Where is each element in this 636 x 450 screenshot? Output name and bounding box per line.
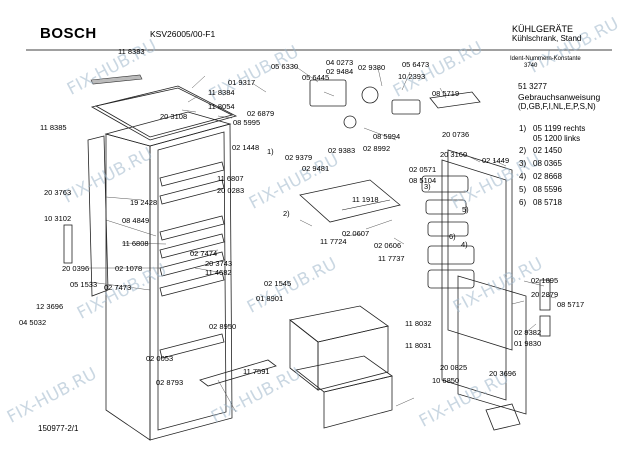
part-label: 02 9383 bbox=[328, 146, 356, 155]
part-label: 08 5995 bbox=[233, 118, 261, 127]
part-label: 20 2879 bbox=[531, 290, 559, 299]
part-label: 11 8384 bbox=[208, 88, 235, 97]
legend-code: 08 0365 bbox=[533, 159, 562, 168]
part-label: 01 8901 bbox=[256, 294, 284, 303]
part-label: 20 3743 bbox=[205, 259, 233, 268]
part-label: 20 3763 bbox=[44, 188, 72, 197]
part-label: 02 9379 bbox=[285, 153, 313, 162]
part-label: 02 0607 bbox=[342, 229, 370, 238]
legend-code: 08 5596 bbox=[533, 185, 562, 194]
part-callout: 4) bbox=[461, 240, 468, 249]
part-label: 20 0283 bbox=[217, 186, 245, 195]
part-label: 08 5994 bbox=[373, 132, 401, 141]
part-callout: 6) bbox=[449, 232, 456, 241]
part-label: 11 8032 bbox=[405, 319, 432, 328]
ident-value: 3740 bbox=[524, 63, 538, 69]
part-label: 11 1918 bbox=[352, 195, 379, 204]
part-label: 11 8385 bbox=[40, 123, 67, 132]
part-callout: 1) bbox=[267, 147, 274, 156]
part-label: 01 9317 bbox=[228, 78, 256, 87]
legend-num: 1) bbox=[519, 124, 527, 133]
part-label: 04 0273 bbox=[326, 58, 354, 67]
legend-num: 6) bbox=[519, 198, 527, 207]
part-label: 08 5719 bbox=[432, 89, 460, 98]
legend-code: 02 1450 bbox=[533, 146, 562, 155]
document-number: 150977-2/1 bbox=[38, 424, 79, 433]
part-label: 10 2393 bbox=[398, 72, 426, 81]
legend-code: 05 1199 rechts bbox=[533, 124, 586, 133]
part-label: 20 0736 bbox=[442, 130, 470, 139]
part-label: 05 6473 bbox=[402, 60, 430, 69]
part-label: 02 1545 bbox=[264, 279, 292, 288]
part-callout: 2) bbox=[283, 209, 290, 218]
part-label: 02 0606 bbox=[374, 241, 402, 250]
part-label: 02 1448 bbox=[232, 143, 260, 152]
legend-code: 02 8668 bbox=[533, 172, 562, 181]
top-strip bbox=[90, 74, 143, 85]
part-label: 20 3696 bbox=[489, 369, 517, 378]
part-label: 02 8950 bbox=[209, 322, 237, 331]
part-label: 02 9481 bbox=[302, 164, 330, 173]
part-label: 11 8383 bbox=[118, 47, 145, 56]
part-label: 19 2428 bbox=[130, 198, 158, 207]
part-label: 11 4682 bbox=[205, 268, 232, 277]
part-callout: 5) bbox=[462, 205, 469, 214]
part-label: 20 3160 bbox=[440, 150, 468, 159]
legend-code: 05 1200 links bbox=[533, 134, 581, 143]
part-label: 02 0053 bbox=[146, 354, 174, 363]
brand-logo-text: BOSCH bbox=[40, 25, 97, 42]
part-label: 08 5104 bbox=[409, 176, 437, 185]
part-label: 10 3102 bbox=[44, 214, 72, 223]
part-label: 02 1078 bbox=[115, 264, 143, 273]
part-label: 02 8992 bbox=[363, 144, 391, 153]
manual-languages: (D,GB,F,I,NL,E,P,S,N) bbox=[518, 102, 596, 111]
part-label: 01 9830 bbox=[514, 339, 542, 348]
part-label: 08 5717 bbox=[557, 300, 585, 309]
category-subtitle: Kühlschrank, Stand bbox=[512, 34, 582, 43]
part-label: 02 0571 bbox=[409, 165, 437, 174]
part-label: 11 7724 bbox=[320, 237, 347, 246]
part-label: 11 8031 bbox=[405, 341, 432, 350]
part-label: 02 7474 bbox=[190, 249, 218, 258]
part-label: 02 7473 bbox=[104, 283, 132, 292]
part-label: 05 6330 bbox=[271, 62, 299, 71]
legend-num: 5) bbox=[519, 185, 527, 194]
part-label: 11 6807 bbox=[217, 174, 244, 183]
legend-num: 4) bbox=[519, 172, 527, 181]
ident-label: Ident-Nummern-Konstante bbox=[510, 56, 581, 62]
part-label: 02 9382 bbox=[514, 328, 542, 337]
part-label: 11 8054 bbox=[208, 102, 235, 111]
part-label: 05 6445 bbox=[302, 73, 330, 82]
part-label: 10 6850 bbox=[432, 376, 460, 385]
part-label: 02 8793 bbox=[156, 378, 184, 387]
part-label: 11 7737 bbox=[378, 254, 405, 263]
part-label: 02 1895 bbox=[531, 276, 559, 285]
part-label: 08 4849 bbox=[122, 216, 150, 225]
model-number: KSV26005/00-F1 bbox=[150, 29, 216, 39]
manual-title: Gebrauchsanweisung bbox=[518, 92, 601, 102]
part-label: 20 0825 bbox=[440, 363, 468, 372]
part-label: 11 6808 bbox=[122, 239, 149, 248]
manual-code: 51 3277 bbox=[518, 82, 547, 91]
part-label: 20 3108 bbox=[160, 112, 188, 121]
part-label: 04 5032 bbox=[19, 318, 47, 327]
legend-code: 08 5718 bbox=[533, 198, 562, 207]
legend-num: 2) bbox=[519, 146, 527, 155]
part-label: 02 9380 bbox=[358, 63, 386, 72]
part-callout: 3) bbox=[424, 182, 431, 191]
part-label: 05 1533 bbox=[70, 280, 98, 289]
legend-num: 3) bbox=[519, 159, 527, 168]
part-label: 20 0396 bbox=[62, 264, 90, 273]
part-label: 02 9484 bbox=[326, 67, 354, 76]
glass-shelf bbox=[299, 179, 401, 223]
part-label: 02 6879 bbox=[247, 109, 275, 118]
egg-tray bbox=[429, 91, 481, 109]
part-label: 02 1449 bbox=[482, 156, 510, 165]
part-label: 12 3696 bbox=[36, 302, 64, 311]
part-label: 11 7591 bbox=[243, 367, 270, 376]
ice-tray bbox=[485, 403, 521, 431]
category-title: KÜHLGERÄTE bbox=[512, 24, 574, 34]
